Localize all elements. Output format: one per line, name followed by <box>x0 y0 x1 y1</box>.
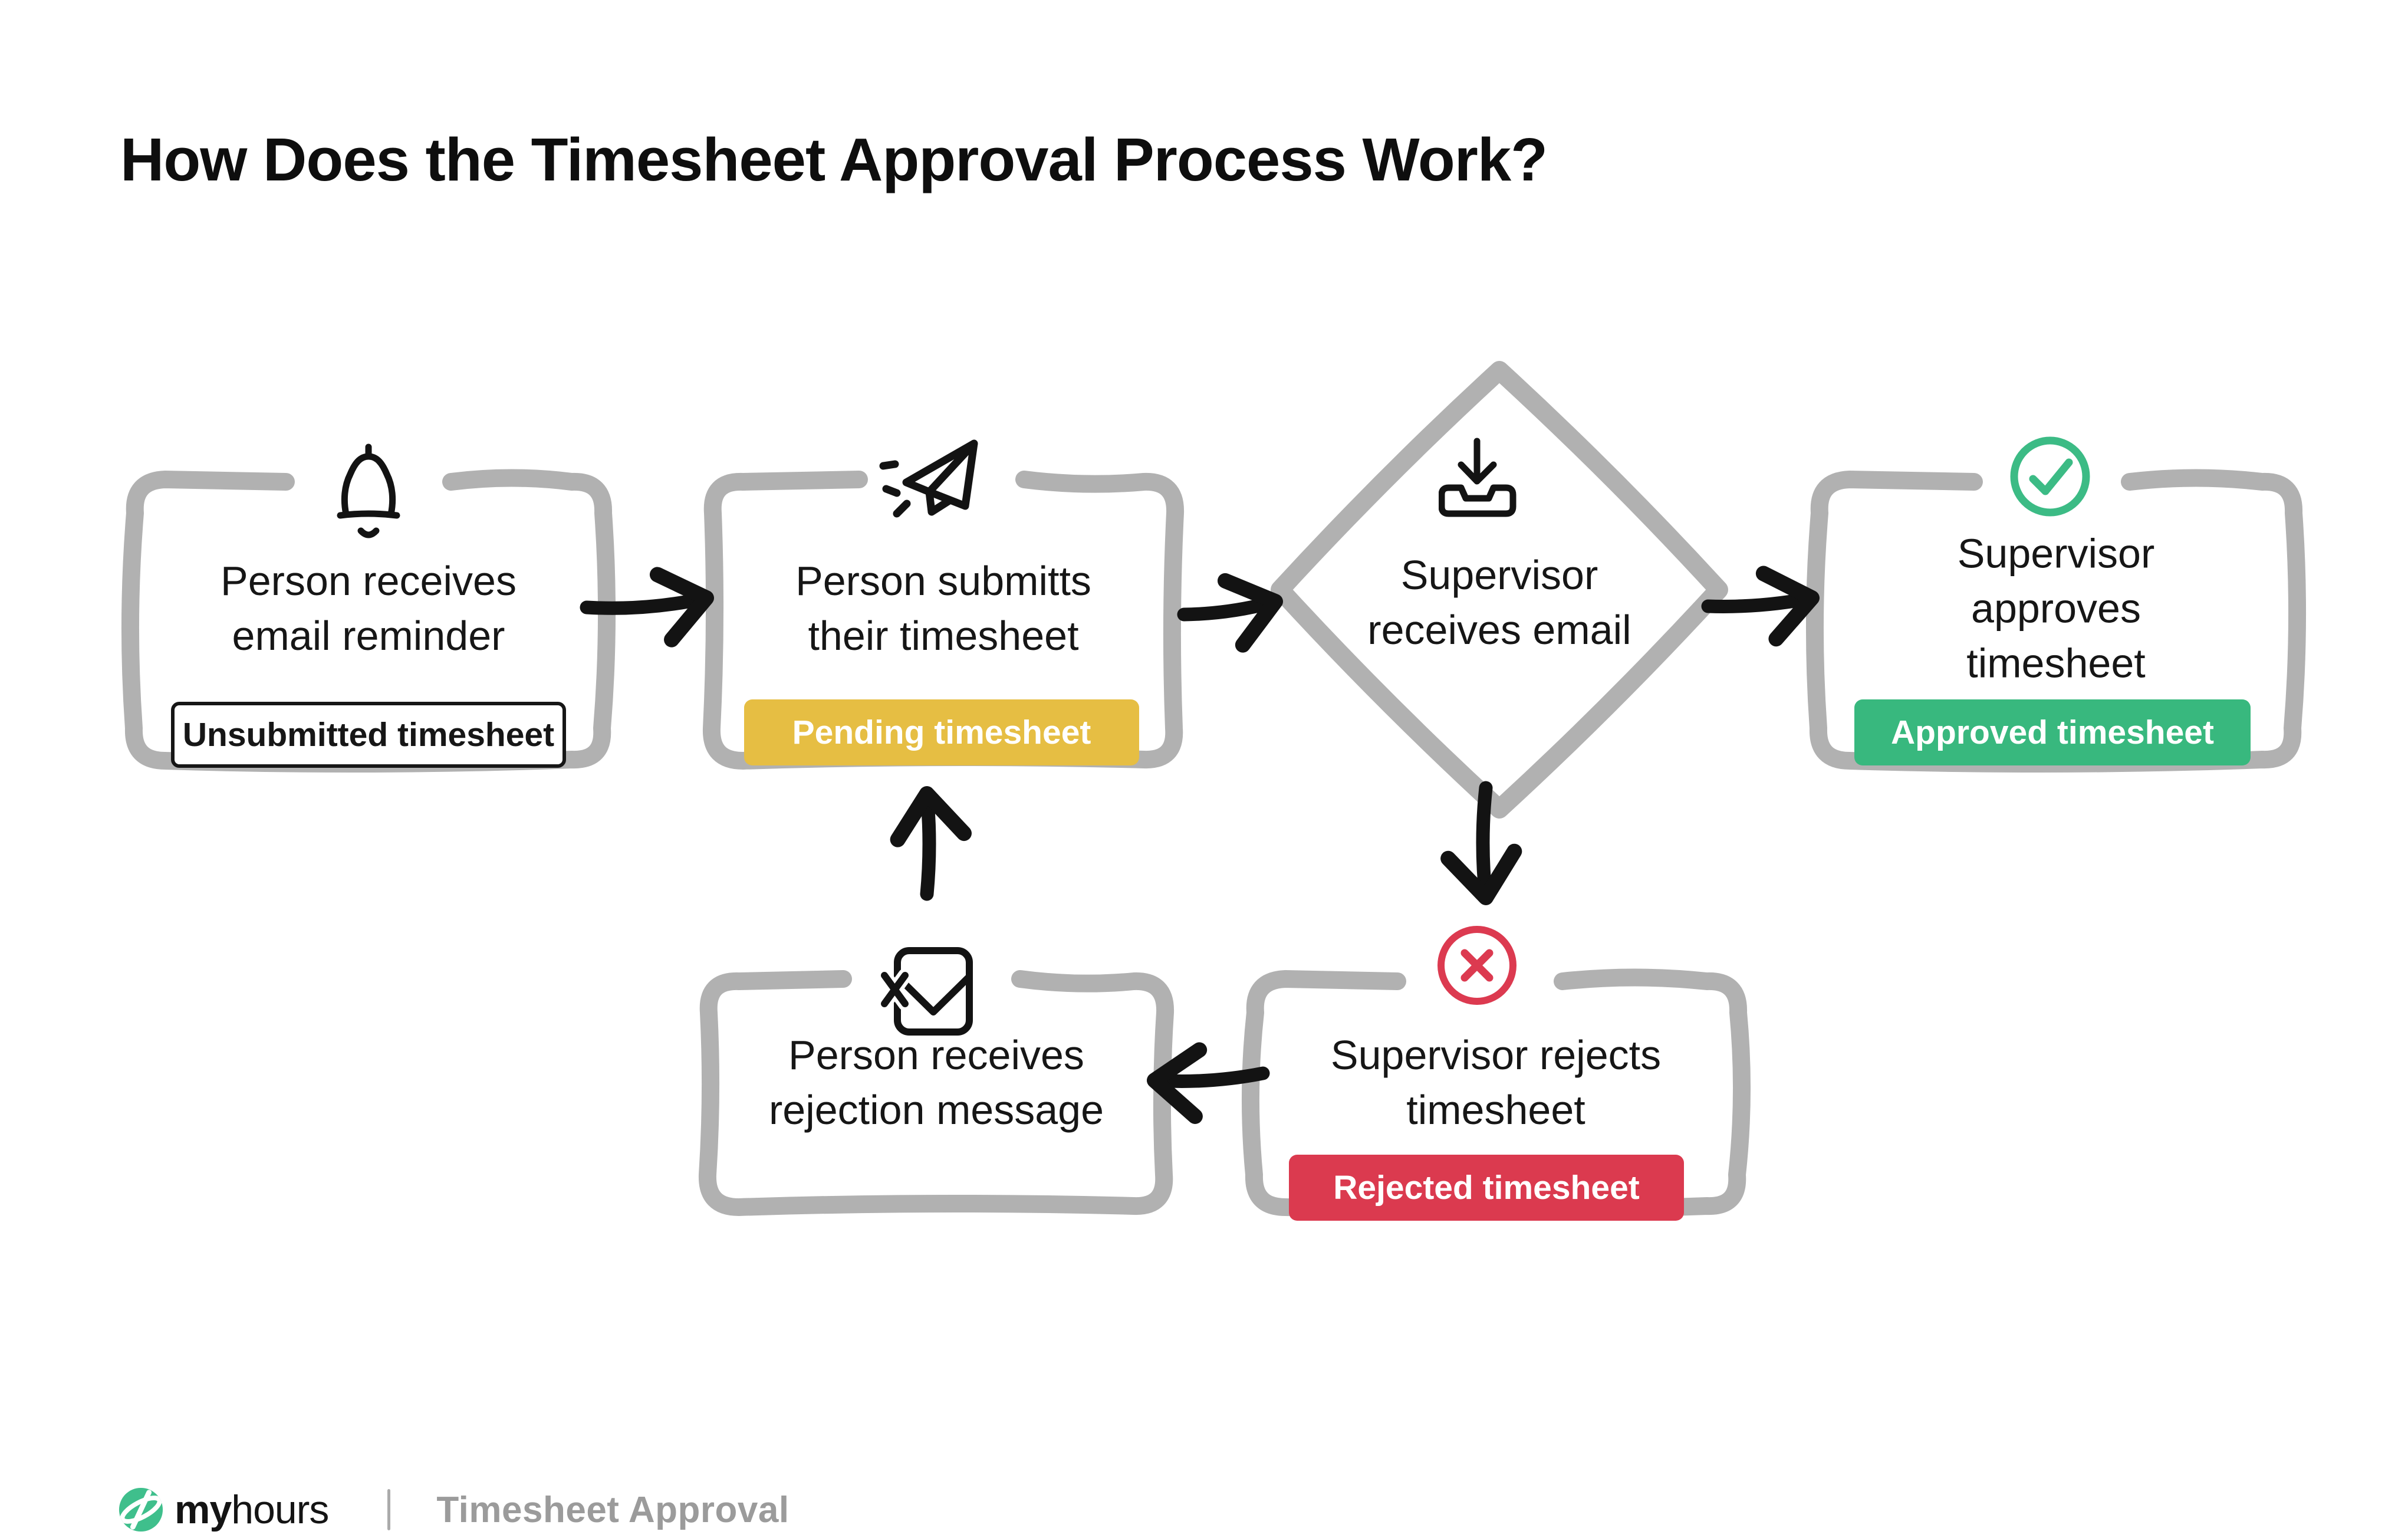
check-circle-icon <box>2009 435 2091 518</box>
footer-divider <box>387 1489 391 1530</box>
paper-plane-icon <box>864 433 991 572</box>
arrow-reject-to-message-shaft <box>1147 1066 1270 1088</box>
node-label-supervisor-email: Supervisor receives email <box>1367 552 1631 653</box>
arrow-message-to-submit-head <box>890 786 972 847</box>
status-badge-unsubmitted: Unsubmitted timesheet <box>171 702 566 768</box>
node-label-submit: Person submitts their timesheet <box>795 558 1091 659</box>
decision-diamond-supervisor-email <box>1271 361 1728 819</box>
x-circle-icon <box>1436 924 1518 1007</box>
node-label-rejection-message: Person receives rejection message <box>768 1032 1104 1133</box>
myhours-logo-icon <box>119 1487 163 1532</box>
status-badge-pending: Pending timesheet <box>744 699 1139 765</box>
myhours-wordmark: myhours <box>175 1487 329 1532</box>
arrow-diamond-to-reject-head <box>1440 843 1522 905</box>
footer-caption: Timesheet Approval <box>436 1489 789 1530</box>
arrow-submit-to-diamond-head <box>1217 573 1283 653</box>
status-badge-approved: Approved timesheet <box>1854 699 2251 765</box>
arrow-reminder-to-submit-shaft <box>580 591 713 615</box>
arrow-diamond-to-reject-shaft <box>1476 781 1493 905</box>
status-badge-rejected: Rejected timesheet <box>1289 1155 1684 1221</box>
node-label-reminder: Person receives email reminder <box>221 558 517 659</box>
page-title: How Does the Timesheet Approval Process … <box>120 126 1548 193</box>
box-rejection-message <box>698 970 1175 1216</box>
node-label-approve: Supervisor approves timesheet <box>1957 530 2155 686</box>
footer: myhours Timesheet Approval <box>118 1481 789 1538</box>
rejected-mail-icon <box>880 942 974 1037</box>
arrow-reject-to-message-head <box>1147 1042 1208 1124</box>
inbox-receive-icon <box>1439 436 1516 520</box>
node-label-reject: Supervisor rejects timesheet <box>1330 1032 1662 1133</box>
arrow-reminder-to-submit-head <box>649 567 714 648</box>
arrow-diamond-to-approve-head <box>1755 566 1820 647</box>
arrow-message-to-submit-shaft <box>920 787 936 901</box>
bell-icon <box>332 443 405 543</box>
